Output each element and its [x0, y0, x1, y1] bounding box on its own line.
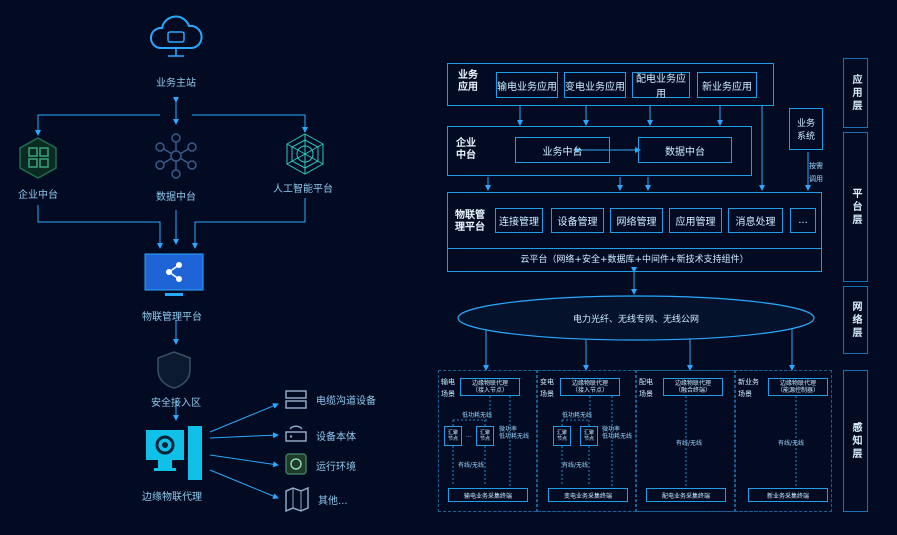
layer-network: 网络层	[843, 286, 868, 354]
iot-row	[447, 192, 822, 272]
scene-transmission	[438, 370, 537, 512]
scene-2-title: 变电 场景	[540, 378, 554, 398]
ai-sphere-icon	[283, 132, 327, 176]
scene-3-terminal: 配电业务采集终端	[646, 488, 726, 502]
layer-application: 应用层	[843, 58, 868, 128]
layer-perception: 感知层	[843, 370, 868, 512]
enterprise-row-title: 企业 中台	[456, 138, 476, 161]
iot-device: 设备管理	[551, 208, 604, 233]
app-transmission: 输电业务应用	[496, 72, 558, 98]
app-new-business: 新业务应用	[697, 72, 757, 98]
scene-1-proxy: 边缘物联代理 （接入节点）	[460, 378, 520, 396]
device-body-label: 设备本体	[316, 432, 356, 443]
enterprise-hex-icon	[18, 136, 58, 180]
app-row	[447, 63, 774, 106]
scene-4-terminal: 新业务采集终端	[748, 488, 828, 502]
iot-application: 应用管理	[669, 208, 722, 233]
on-demand-label: 按需 调用	[809, 162, 823, 183]
map-icon	[284, 486, 310, 513]
data-network-icon	[154, 132, 198, 180]
scene-1-sink-a: 汇聚 节点	[444, 426, 462, 446]
scene-2-wireless: 低功耗无线	[562, 412, 593, 419]
monitor-share-icon	[143, 252, 207, 302]
device-cable-label: 电缆沟道设备	[316, 396, 376, 407]
cloud-server-icon	[146, 14, 206, 58]
app-distribution: 配电业务应用	[632, 72, 690, 100]
scene-new-business	[735, 370, 832, 512]
iot-row-title: 物联管 理平台	[455, 210, 485, 233]
scene-4-wired: 有线/无线	[778, 440, 805, 447]
iot-network: 网络管理	[610, 208, 663, 233]
scene-1-title: 输电 场景	[441, 378, 455, 398]
cloud-divider	[447, 248, 822, 272]
scene-1-sink-b: 汇聚 节点	[476, 426, 494, 446]
scene-1-wireless: 低功耗无线	[462, 412, 493, 419]
shield-icon	[156, 350, 192, 390]
enterprise-row	[447, 126, 752, 176]
app-substation: 变电业务应用	[564, 72, 626, 98]
scene-2-sink-a: 汇聚 节点	[553, 426, 571, 446]
scene-1-terminal: 输电业务采集终端	[448, 488, 528, 502]
data-center-label: 数据中台	[156, 192, 196, 203]
scene-2-wired: 有线/无线	[562, 462, 589, 469]
business-center-box: 业务中台	[515, 137, 610, 163]
layer-platform: 平台层	[843, 132, 868, 282]
device-other-label: 其他...	[318, 496, 348, 507]
business-system-box: 业务 系统	[789, 108, 823, 150]
device-env-label: 运行环境	[316, 462, 356, 473]
scene-3-wired: 有线/无线	[676, 440, 703, 447]
scene-1-wired: 有线/无线	[458, 462, 485, 469]
scene-4-title: 新业务 场景	[738, 378, 759, 398]
scene-3-proxy: 边缘物联代理 （融合终端）	[663, 378, 723, 396]
cloud-platform-label: 云平台（网络+安全+数据库+中间件+新技术支持组件）	[520, 255, 749, 265]
security-zone-label: 安全接入区	[151, 398, 201, 409]
business-master-label: 业务主站	[156, 78, 196, 89]
scene-4-proxy: 边缘物联代理 （能源控制器）	[768, 378, 828, 396]
enterprise-center-label: 企业中台	[18, 190, 58, 201]
edge-proxy-label: 边缘物联代理	[142, 492, 202, 503]
scene-2-sink-b: 汇聚 节点	[580, 426, 598, 446]
iot-message: 消息处理	[728, 208, 783, 233]
cable-device-icon	[284, 388, 308, 412]
router-icon	[284, 420, 308, 444]
app-row-title: 业务 应用	[458, 70, 478, 93]
environment-icon	[284, 452, 308, 476]
scene-2-terminal: 变电业务采集终端	[548, 488, 628, 502]
iot-platform-label: 物联管理平台	[142, 312, 202, 323]
iot-more: ...	[790, 208, 816, 233]
scene-1-dots: ...	[466, 432, 472, 439]
scene-substation	[537, 370, 636, 512]
scene-3-title: 配电 场景	[639, 378, 653, 398]
scene-2-proxy: 边缘物联代理 （接入节点）	[560, 378, 620, 396]
data-center-box: 数据中台	[638, 137, 732, 163]
network-label: 电力光纤、无线专网、无线公网	[572, 315, 699, 325]
scene-2-micro: 微功率 低功耗无线	[602, 426, 633, 440]
iot-connection: 连接管理	[495, 208, 543, 233]
ai-platform-label: 人工智能平台	[273, 184, 333, 195]
edge-proxy-icon	[144, 424, 210, 484]
scene-distribution	[636, 370, 735, 512]
scene-1-micro: 微功率 低功耗无线	[499, 426, 530, 440]
